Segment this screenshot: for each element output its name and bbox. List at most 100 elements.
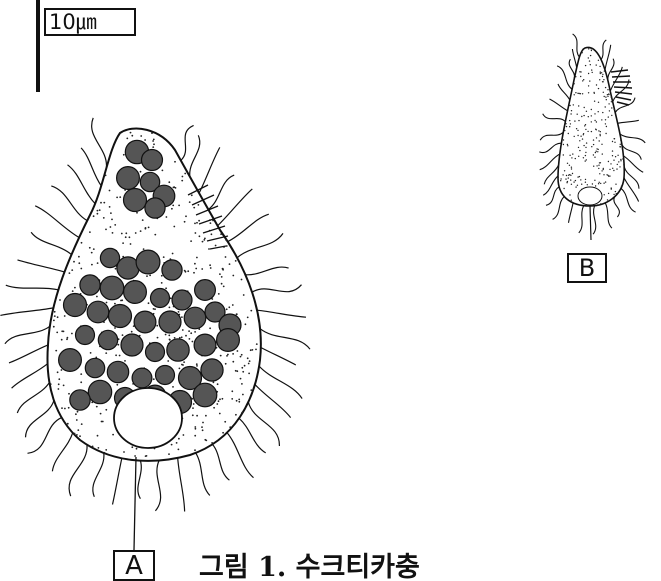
granule: [573, 181, 574, 182]
food-vacuole: [151, 289, 170, 308]
granule: [595, 152, 596, 153]
granule: [579, 176, 580, 177]
granule: [592, 183, 593, 184]
granule: [111, 219, 113, 221]
granule: [242, 394, 244, 396]
granule: [607, 94, 608, 95]
granule: [225, 363, 227, 365]
granule: [110, 212, 112, 214]
granule: [97, 435, 99, 437]
granule: [623, 164, 624, 165]
granule: [620, 159, 621, 160]
granule: [125, 232, 127, 234]
granule: [588, 57, 589, 58]
granule: [211, 442, 213, 444]
granule: [198, 204, 200, 206]
granule: [145, 455, 147, 457]
granule: [611, 115, 612, 116]
granule: [618, 161, 619, 162]
granule: [617, 155, 618, 156]
granule: [68, 393, 70, 395]
granule: [577, 135, 578, 136]
granule: [114, 303, 116, 305]
granule: [606, 99, 607, 100]
granule: [204, 439, 206, 441]
cilium: [218, 189, 253, 226]
granule: [119, 355, 121, 357]
granule: [130, 132, 132, 134]
granule: [167, 360, 169, 362]
granule: [183, 361, 185, 363]
granule: [585, 129, 586, 130]
granule: [61, 369, 63, 371]
granule: [222, 432, 224, 434]
granule: [241, 279, 243, 281]
granule: [226, 308, 228, 310]
granule: [106, 302, 108, 304]
granule: [573, 104, 574, 105]
cilium: [51, 186, 87, 221]
granule: [209, 264, 211, 266]
granule: [587, 184, 588, 185]
granule: [165, 287, 167, 289]
granule: [219, 413, 221, 415]
granule: [567, 163, 568, 164]
granule: [571, 110, 572, 111]
food-vacuole: [59, 349, 82, 372]
granule: [123, 154, 125, 156]
granule: [595, 185, 596, 186]
granule: [112, 232, 114, 234]
granule: [168, 453, 170, 455]
granule: [169, 307, 171, 309]
granule: [181, 336, 183, 338]
granule: [593, 139, 594, 140]
granule: [205, 415, 207, 417]
granule: [599, 182, 600, 183]
food-vacuole: [87, 301, 109, 323]
food-vacuole: [142, 150, 163, 171]
granule: [217, 383, 219, 385]
cilium: [208, 175, 234, 209]
granule: [135, 232, 137, 234]
granule: [609, 175, 610, 176]
granule: [185, 215, 187, 217]
granule: [156, 325, 158, 327]
granule: [589, 60, 590, 61]
granule: [570, 123, 571, 124]
granule: [142, 219, 144, 221]
granule: [243, 294, 245, 296]
granule: [617, 164, 618, 165]
granule: [574, 120, 575, 121]
granule: [232, 353, 234, 355]
granule: [567, 144, 568, 145]
granule: [185, 335, 187, 337]
granule: [54, 311, 56, 313]
granule: [596, 84, 597, 85]
granule: [184, 173, 186, 175]
food-vacuole: [80, 275, 100, 295]
cilium: [52, 433, 72, 472]
granule: [190, 332, 192, 334]
granule: [97, 210, 99, 212]
cilium: [601, 40, 606, 60]
food-vacuole: [136, 250, 160, 274]
cilium: [257, 310, 306, 317]
granule: [603, 183, 604, 184]
granule: [194, 223, 196, 225]
cilium: [558, 84, 570, 100]
cilium: [92, 118, 107, 168]
food-vacuole: [124, 189, 147, 212]
granule: [192, 407, 194, 409]
granule: [109, 206, 111, 208]
food-vacuole: [117, 167, 140, 190]
granule: [99, 209, 101, 211]
granule: [579, 150, 580, 151]
granule: [580, 76, 581, 77]
granule: [594, 93, 595, 94]
granule: [166, 216, 168, 218]
granule: [146, 275, 148, 277]
granule: [201, 268, 203, 270]
granule: [190, 240, 192, 242]
granule: [602, 76, 603, 77]
